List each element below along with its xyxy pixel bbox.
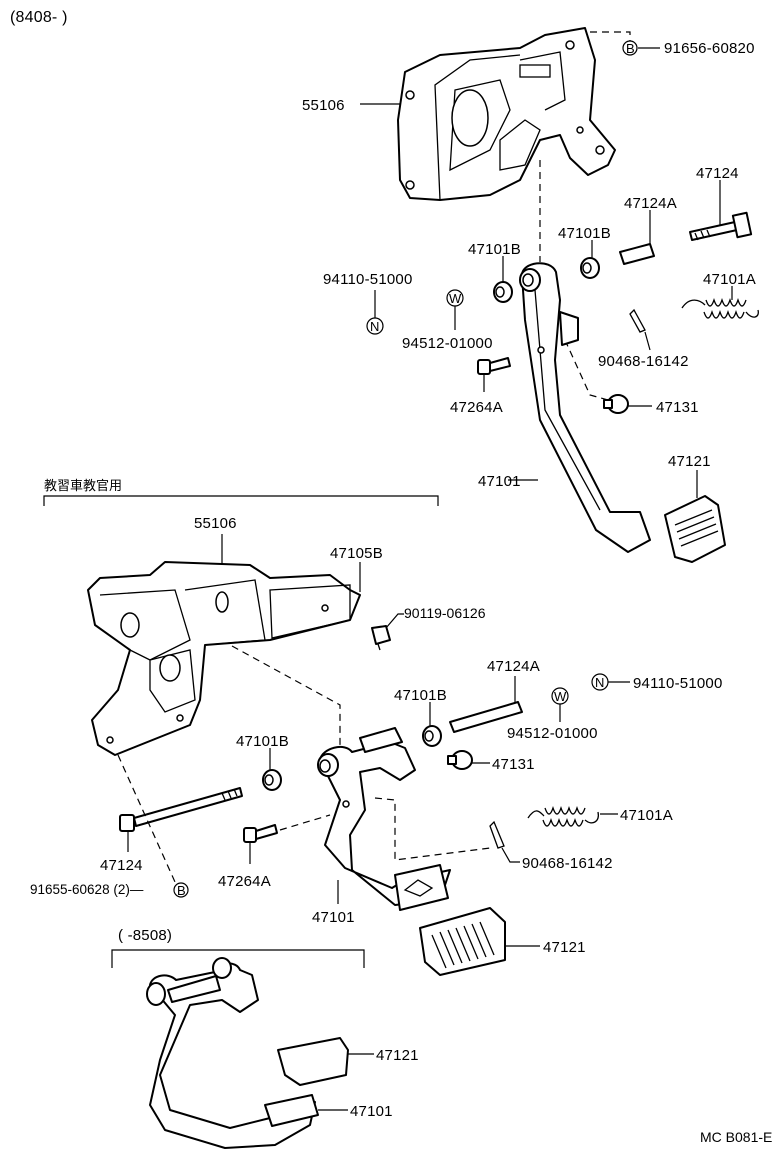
spring-47101A-top [681,297,759,319]
spring-47101A-mid [527,805,599,827]
symbol-w-mid: W [554,689,567,704]
stopper-47131-top [603,394,629,414]
pin-47124A-top [619,243,655,265]
clip-90468-top [629,308,646,333]
stopper-47131-mid [447,750,473,770]
callout-91655-60628: 91655-60628 (2)— [30,882,144,897]
callout-47101B-mid-right: 47101B [394,687,447,704]
symbol-b-circle [622,40,638,56]
callout-47124A-top: 47124A [624,195,677,212]
section-bracket-instructor [43,495,439,506]
symbol-n-circle-top [366,317,384,335]
callout-47264A-mid: 47264A [218,873,271,890]
callout-47101-top: 47101 [478,473,521,490]
pedal-arm-47101-mid [317,727,451,911]
callout-47121-bottom: 47121 [376,1047,419,1064]
section-range-bottom: ( -8508) [118,927,172,944]
callout-94512-01000-mid: 94512-01000 [507,725,598,742]
bushing-47101B-top-right [580,257,600,279]
callout-94110-51000-mid: 94110-51000 [633,675,723,692]
symbol-w-top: W [449,291,462,306]
callout-47101-bottom: 47101 [350,1103,393,1120]
bushing-47101B-top-left [493,281,513,303]
bracket-55106-mid [87,561,361,756]
callout-47131-top: 47131 [656,399,699,416]
callout-90119-06126: 90119-06126 [404,605,486,621]
pin-47124A-mid [449,701,523,733]
pedal-arm-47101-bottom [146,957,319,1149]
callout-55106-mid: 55106 [194,515,237,532]
bushing-47101B-mid-left [262,769,282,791]
callout-47124-top: 47124 [696,165,739,182]
symbol-b-circle-mid [173,882,189,898]
symbol-b-mid: B [177,883,186,898]
pedal-pad-47121-mid [419,907,506,976]
diagram-code: MC B081-E [700,1129,772,1145]
header-date-range: (8408- ) [10,9,68,26]
callout-47105B: 47105B [330,545,383,562]
callout-47264A-top: 47264A [450,399,503,416]
section-title-instructor: 教習車教官用 [44,478,122,494]
symbol-b: B [626,41,635,56]
callout-94512-01000-top: 94512-01000 [402,335,493,352]
callout-47101A-mid: 47101A [620,807,673,824]
bolt-47124-mid [119,787,243,832]
callout-91656-60820: 91656-60820 [664,40,755,57]
callout-47124-mid: 47124 [100,857,143,874]
bolt-47264A-top [477,357,511,375]
callout-47121-mid: 47121 [543,939,586,956]
pedal-arm-47101-top [519,262,651,553]
bushing-47101B-mid-right [422,725,442,747]
pedal-pad-47121-bottom [277,1037,349,1086]
callout-47101B-top-right: 47101B [558,225,611,242]
callout-90468-16142-top: 90468-16142 [598,353,689,370]
bolt-47124-top [689,211,753,241]
section-bracket-bottom [111,949,365,968]
callout-94110-51000-top: 94110-51000 [323,271,413,288]
clip-90468-mid [489,820,505,849]
symbol-n-top: N [370,319,379,334]
callout-47101B-top-left: 47101B [468,241,521,258]
callout-47101A-top: 47101A [703,271,756,288]
bolt-47264A-mid [243,824,278,843]
callout-47101-mid: 47101 [312,909,355,926]
callout-90468-16142-mid: 90468-16142 [522,855,613,872]
callout-55106-top: 55106 [302,97,345,114]
bolt-90119-06126 [371,625,391,651]
bracket-55106-top [397,27,616,201]
symbol-n-mid: N [595,675,604,690]
pedal-pad-47121-top [664,495,726,563]
callout-47131-mid: 47131 [492,756,535,773]
callout-47101B-mid-left: 47101B [236,733,289,750]
callout-47124A-mid: 47124A [487,658,540,675]
callout-47121-top: 47121 [668,453,711,470]
